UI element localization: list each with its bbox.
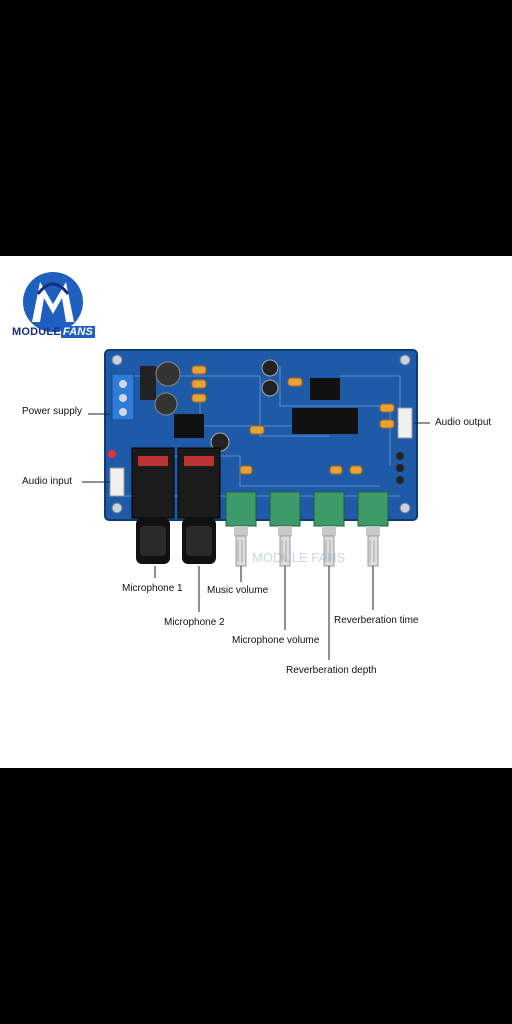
label-microphone-1: Microphone 1 bbox=[122, 583, 183, 594]
led-indicator bbox=[108, 450, 116, 458]
pcb-diagram: MODULE FANS bbox=[82, 349, 430, 660]
label-audio-output: Audio output bbox=[435, 417, 492, 428]
label-audio-input: Audio input bbox=[22, 476, 73, 487]
capacitor-1 bbox=[155, 361, 181, 387]
top-black-bar bbox=[0, 0, 512, 256]
label-microphone-2: Microphone 2 bbox=[164, 617, 225, 628]
capacitor-4 bbox=[261, 379, 279, 397]
potentiometer-reverberation-depth bbox=[313, 491, 345, 567]
label-reverberation-depth: Reverberation depth bbox=[286, 665, 377, 676]
bottom-black-bar bbox=[0, 768, 512, 1024]
ic-chip-3 bbox=[292, 408, 358, 434]
label-reverberation-time: Reverberation time bbox=[334, 615, 419, 626]
label-power-supply: Power supply bbox=[22, 406, 83, 417]
watermark-text: MODULE FANS bbox=[252, 550, 346, 565]
potentiometer-reverberation-time bbox=[357, 491, 389, 567]
mounting-holes bbox=[111, 354, 411, 514]
ic-chip-1 bbox=[174, 414, 204, 438]
logo-name-accent: FANS bbox=[60, 326, 96, 338]
microphone-jack-2 bbox=[177, 447, 221, 564]
ic-chip-2 bbox=[310, 378, 340, 400]
audio-output-connector bbox=[397, 407, 413, 439]
ceramic-caps bbox=[191, 365, 395, 475]
callout-lines bbox=[82, 413, 430, 660]
capacitor-2 bbox=[154, 392, 178, 416]
microphone-jack-1 bbox=[131, 447, 175, 564]
audio-input-connector bbox=[109, 467, 125, 497]
module-fans-logo-icon bbox=[23, 272, 83, 332]
voltage-regulator bbox=[140, 366, 156, 400]
logo-name-main: MODULE bbox=[12, 326, 61, 338]
side-pins bbox=[396, 452, 404, 484]
label-music-volume: Music volume bbox=[207, 585, 269, 596]
label-microphone-volume: Microphone volume bbox=[232, 635, 320, 646]
capacitor-3 bbox=[261, 359, 279, 377]
